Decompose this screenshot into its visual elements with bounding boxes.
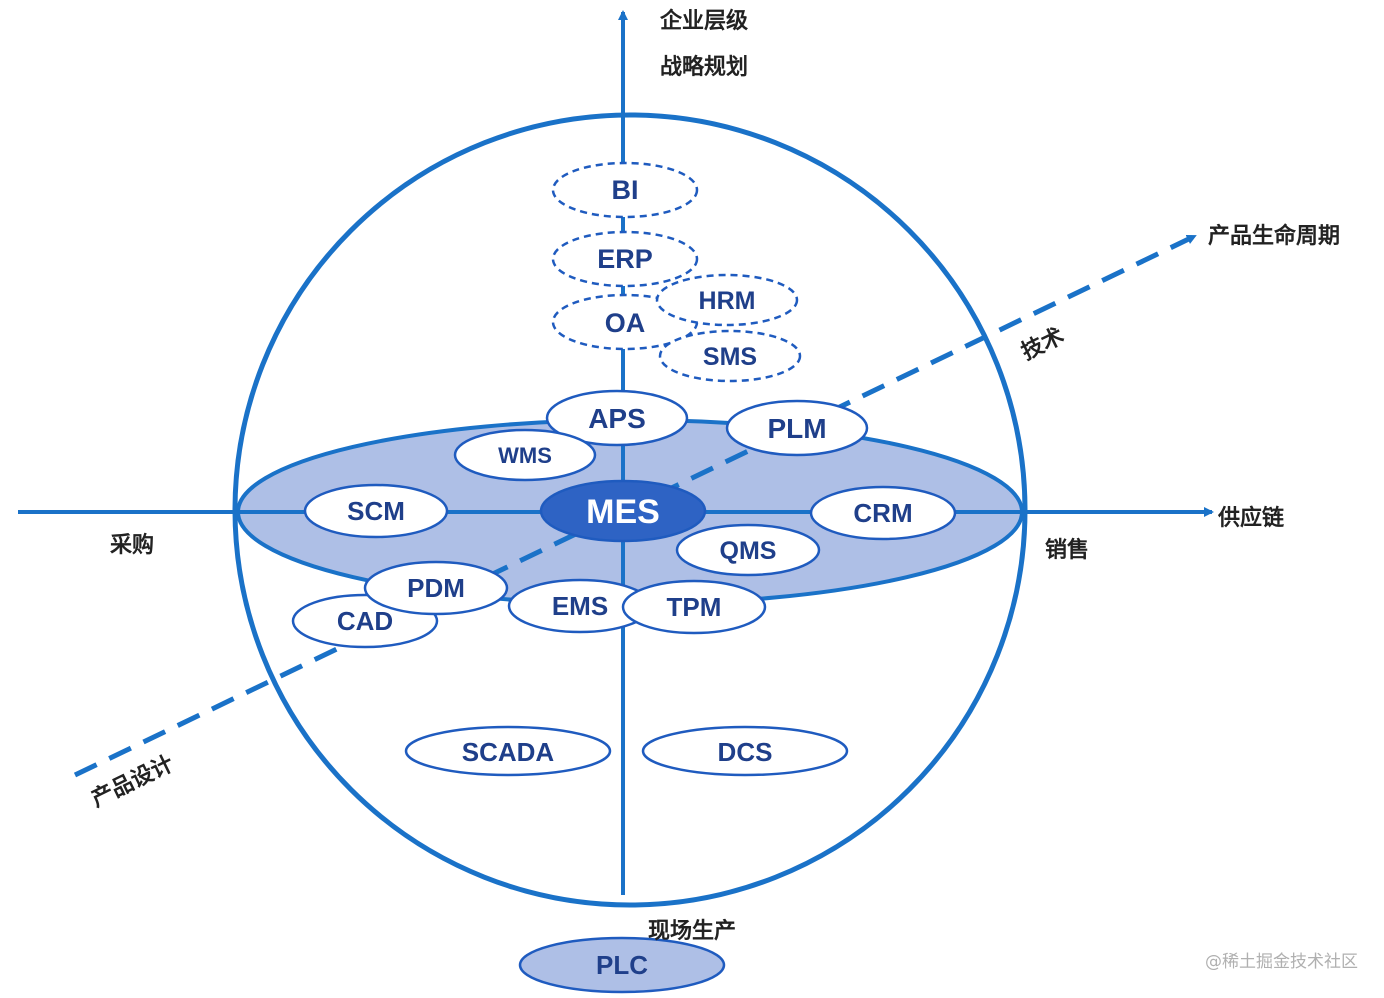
node-plm[interactable]: PLM: [725, 399, 869, 457]
node-pdm[interactable]: PDM: [363, 560, 509, 616]
node-mes[interactable]: MES: [539, 479, 707, 543]
node-crm-label: CRM: [853, 498, 912, 528]
axis-tech-label: 技术: [1018, 324, 1069, 366]
node-hrm-label: HRM: [699, 287, 756, 315]
node-scm-label: SCM: [347, 496, 405, 526]
axis-right-label: 供应链: [1217, 505, 1284, 531]
node-scada-label: SCADA: [462, 737, 555, 767]
node-wms-label: WMS: [498, 443, 552, 468]
node-bi[interactable]: BI: [551, 161, 699, 219]
node-dcs-label: DCS: [718, 737, 773, 767]
node-plc-label: PLC: [596, 950, 648, 980]
node-dcs[interactable]: DCS: [641, 725, 849, 777]
axis-lifecycle-label: 产品生命周期: [1208, 223, 1340, 249]
node-plm-label: PLM: [767, 413, 826, 444]
axis-right-below-label: 销售: [1045, 537, 1089, 563]
node-oa-label: OA: [605, 308, 646, 338]
axis-design-label: 产品设计: [88, 751, 178, 812]
node-aps[interactable]: APS: [545, 389, 689, 447]
node-sms-label: SMS: [703, 343, 757, 371]
node-erp[interactable]: ERP: [551, 230, 699, 288]
node-qms-label: QMS: [720, 537, 777, 565]
node-sms[interactable]: SMS: [658, 329, 802, 383]
node-qms[interactable]: QMS: [675, 523, 821, 577]
node-tpm[interactable]: TPM: [621, 579, 767, 635]
node-cad-label: CAD: [337, 606, 393, 636]
node-plc[interactable]: PLC: [518, 936, 726, 994]
node-wms[interactable]: WMS: [453, 428, 597, 482]
node-tpm-label: TPM: [667, 592, 722, 622]
node-bi-label: BI: [612, 175, 639, 205]
axis-bottom-label: 现场生产: [648, 919, 736, 944]
node-scada[interactable]: SCADA: [404, 725, 612, 777]
axis-top-subtitle: 战略规划: [660, 54, 748, 80]
axis-top-title: 企业层级: [659, 8, 748, 34]
node-erp-label: ERP: [597, 244, 653, 274]
node-crm[interactable]: CRM: [809, 485, 957, 541]
axis-left-below-label: 采购: [110, 532, 154, 558]
watermark-text: @稀土掘金技术社区: [1205, 952, 1358, 972]
node-ems[interactable]: EMS: [507, 578, 653, 634]
node-pdm-label: PDM: [407, 573, 465, 603]
node-scm[interactable]: SCM: [303, 483, 449, 539]
node-mes-label: MES: [586, 493, 660, 531]
node-ems-label: EMS: [552, 591, 608, 621]
node-aps-label: APS: [588, 403, 646, 434]
node-hrm[interactable]: HRM: [655, 273, 799, 327]
